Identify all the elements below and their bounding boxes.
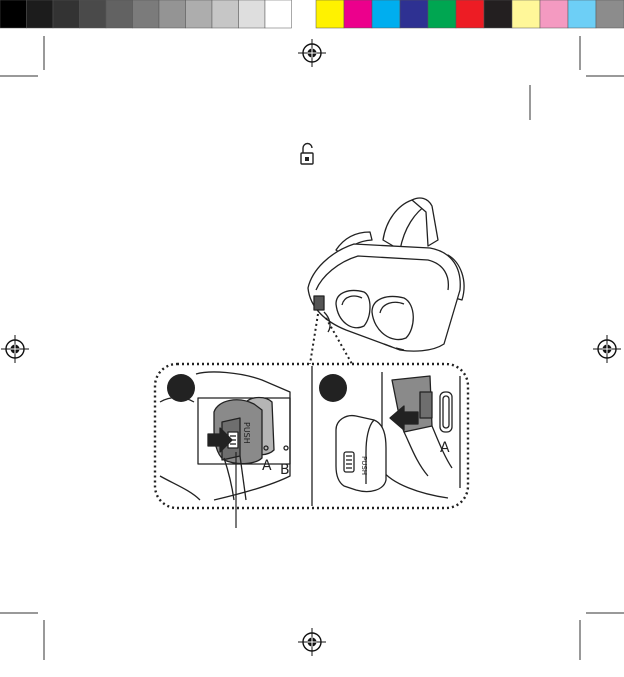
registration-mark-icon bbox=[593, 335, 621, 363]
step-2-badge bbox=[319, 374, 347, 402]
registration-mark-icon bbox=[298, 39, 326, 67]
color-swatch bbox=[456, 0, 484, 28]
gray-swatch bbox=[159, 0, 186, 28]
color-swatch bbox=[512, 0, 540, 28]
calibration-bar bbox=[0, 0, 624, 28]
gray-swatch bbox=[27, 0, 54, 28]
crop-marks bbox=[0, 36, 624, 660]
gray-swatch bbox=[53, 0, 80, 28]
push-label: PUSH bbox=[242, 422, 251, 444]
color-swatch bbox=[400, 0, 428, 28]
push-label-right: PUSH bbox=[360, 456, 368, 475]
gray-swatch bbox=[106, 0, 133, 28]
slot-b-label: B bbox=[280, 462, 290, 478]
unlock-icon bbox=[301, 144, 313, 165]
gray-swatch bbox=[265, 0, 292, 28]
color-swatch bbox=[568, 0, 596, 28]
gray-swatch bbox=[212, 0, 239, 28]
vr-headset-illustration bbox=[308, 198, 464, 364]
color-swatch bbox=[484, 0, 512, 28]
gray-swatch bbox=[239, 0, 266, 28]
color-swatch bbox=[372, 0, 400, 28]
gray-swatch bbox=[133, 0, 160, 28]
registration-mark-icon bbox=[298, 628, 326, 656]
slot-a-label-right: A bbox=[440, 440, 450, 456]
color-swatch bbox=[596, 0, 624, 28]
gray-swatch bbox=[186, 0, 213, 28]
color-swatch bbox=[428, 0, 456, 28]
color-swatch bbox=[316, 0, 344, 28]
slot-a-label: A bbox=[262, 458, 272, 474]
registration-mark-icon bbox=[1, 335, 29, 363]
color-swatch bbox=[344, 0, 372, 28]
gray-swatch bbox=[0, 0, 27, 28]
color-swatch bbox=[540, 0, 568, 28]
gray-swatch bbox=[80, 0, 107, 28]
